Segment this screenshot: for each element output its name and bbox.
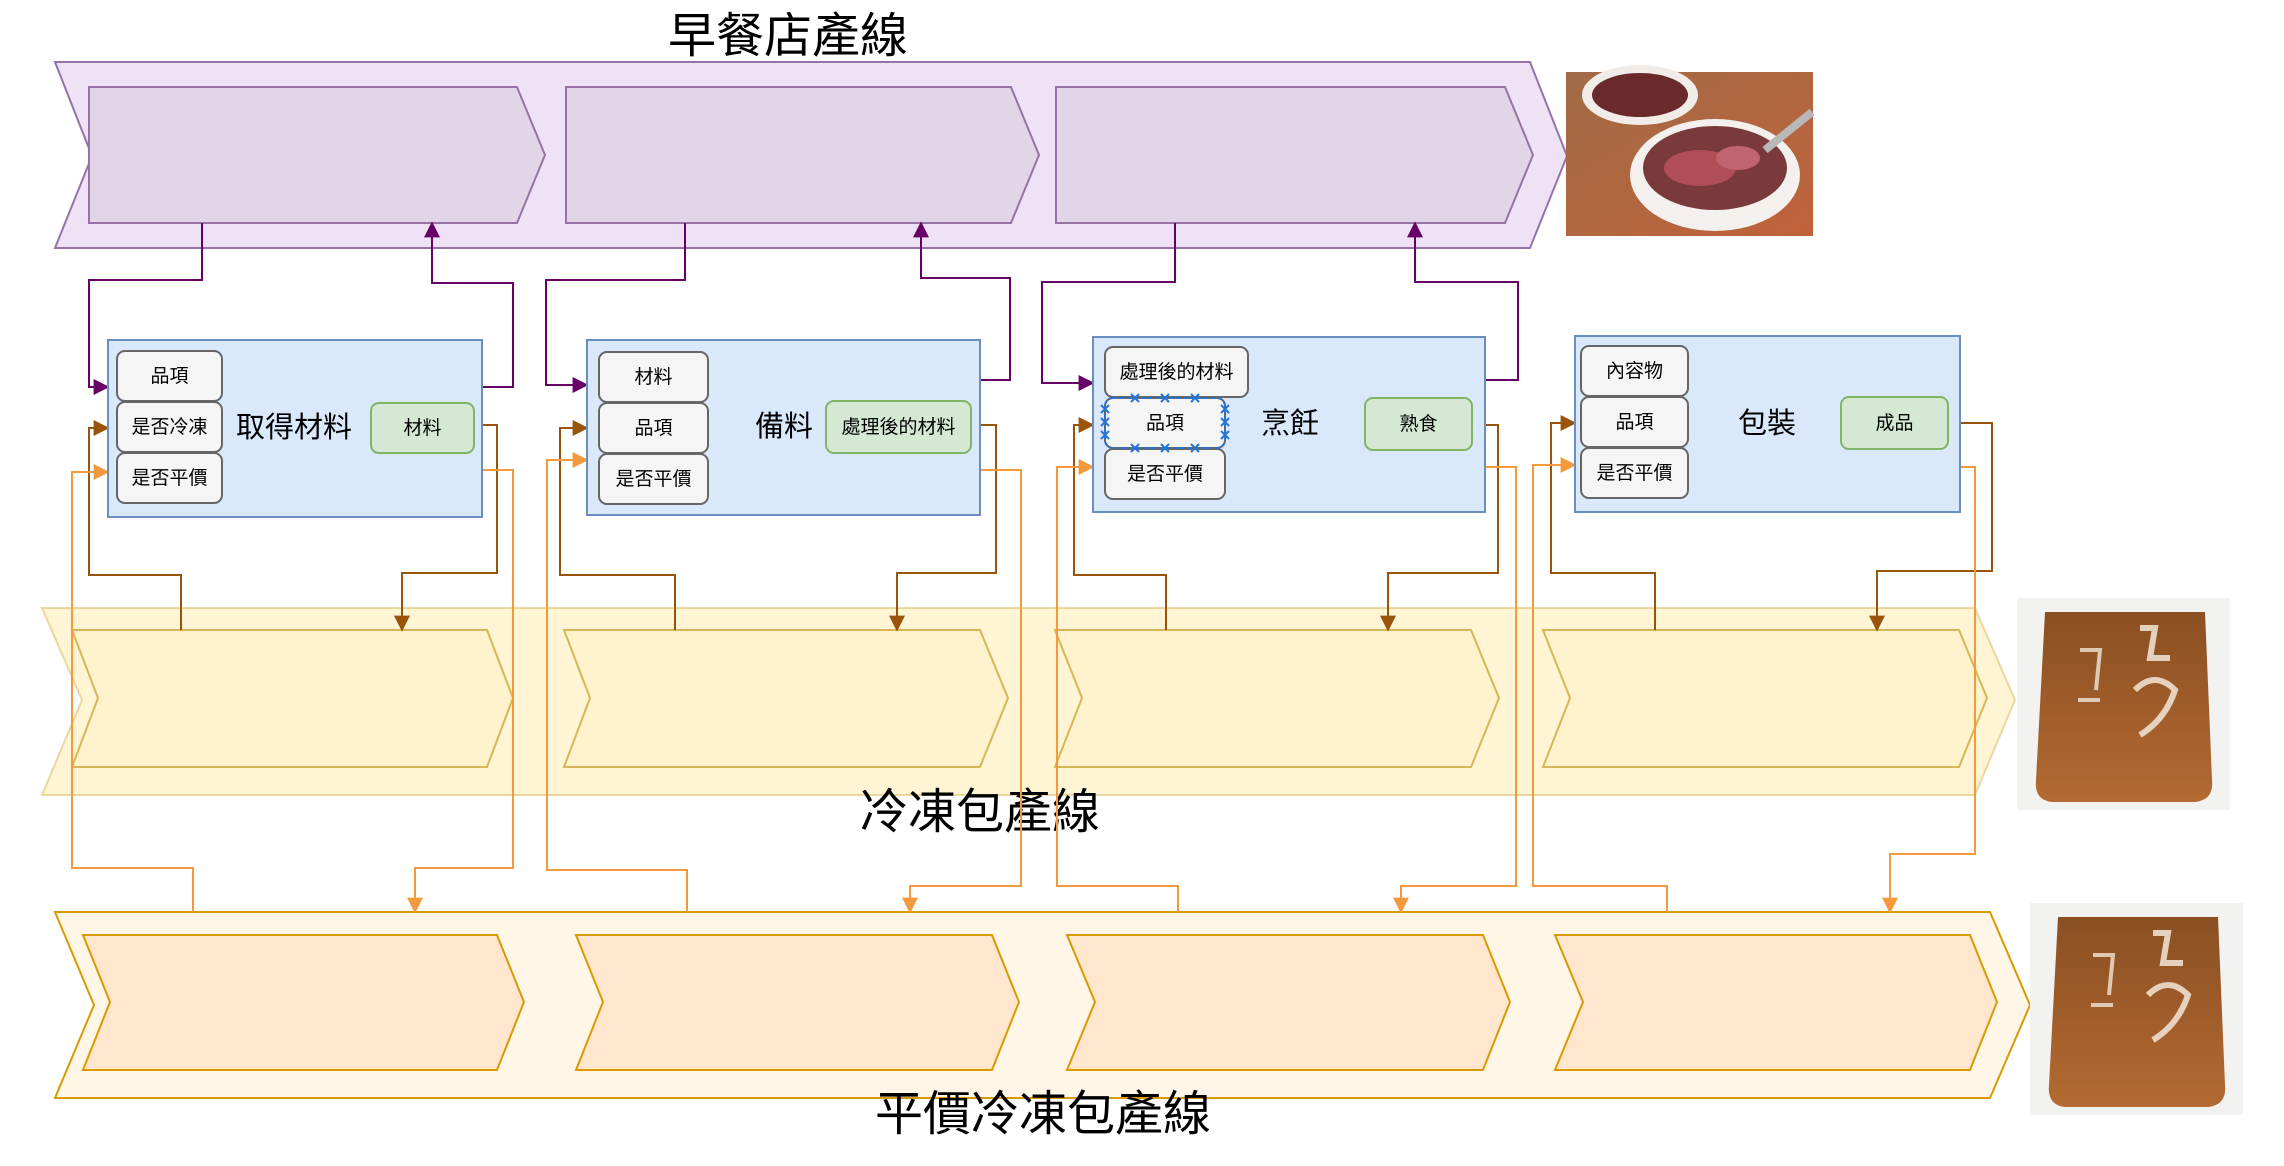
edge-step1-to-budget1: [407, 469, 514, 914]
edge-breakfast3-to-step3: [1041, 223, 1176, 391]
edge-step1-to-frozen1: [394, 424, 498, 632]
step-3-output[interactable]: [1364, 397, 1473, 451]
edge-step2-to-breakfast2: [913, 221, 1011, 381]
step-cook[interactable]: 處理後的材料 品項 是否平價 烹飪 熟食: [1092, 336, 1486, 513]
step-1-input-3-label: 是否平價: [131, 467, 207, 489]
breakfast-stage-1[interactable]: [88, 86, 547, 224]
purple-connectors: [88, 221, 1519, 395]
step-4-input-1-label: 內容物: [1606, 360, 1663, 382]
edge-step2-to-frozen2: [889, 424, 997, 632]
breakfast-lane-title: 早餐店產線: [668, 8, 908, 64]
step-2-title: 備料: [755, 409, 813, 443]
step-2-input-3-label: 是否平價: [615, 468, 691, 490]
edge-step3-to-budget3: [1393, 466, 1517, 914]
step-acquire-materials[interactable]: 品項 是否冷凍 是否平價 取得材料 材料: [107, 339, 483, 518]
edge-breakfast1-to-step1: [88, 223, 203, 395]
step-4-input-3[interactable]: [1580, 447, 1689, 499]
budget-soup-pack-image: [2030, 903, 2243, 1115]
brown-connectors: [88, 415, 1993, 632]
edge-budget1-to-step1: [71, 464, 194, 912]
step-4-input-3-label: 是否平價: [1596, 462, 1672, 484]
edge-step4-to-frozen4: [1869, 422, 1993, 632]
edge-step1-to-breakfast1: [424, 221, 514, 388]
frozen-stage-4[interactable]: [1541, 629, 1989, 768]
step-1-input-1-label: 品項: [150, 365, 188, 387]
frozen-stage-3[interactable]: [1053, 629, 1501, 768]
budget-stage-3[interactable]: [1065, 934, 1512, 1071]
selection-handles[interactable]: [1100, 393, 1230, 453]
step-2-input-2-label: 品項: [634, 417, 672, 439]
step-3-output-label: 熟食: [1399, 413, 1437, 435]
step-1-input-2-label: 是否冷凍: [131, 416, 207, 438]
edge-step3-to-breakfast3: [1407, 221, 1519, 381]
step-1-output-label: 材料: [403, 417, 441, 439]
beef-soup-bowl-image: [1566, 65, 1815, 236]
edge-breakfast2-to-step2: [545, 223, 686, 393]
frozen-stage-2[interactable]: [562, 629, 1010, 768]
step-2-input-3[interactable]: [598, 453, 709, 505]
step-3-title: 烹飪: [1261, 406, 1319, 440]
edge-frozen1-to-step1: [88, 420, 182, 630]
budget-stage-2[interactable]: [574, 934, 1021, 1071]
step-4-title: 包裝: [1738, 406, 1796, 440]
budget-lane-band: [53, 911, 2032, 1099]
step-package[interactable]: 內容物 品項 是否平價 包裝 成品: [1574, 335, 1961, 513]
budget-stage-4[interactable]: [1553, 934, 1999, 1071]
step-2-output-label: 處理後的材料: [841, 416, 955, 438]
edge-step4-to-budget4: [1882, 466, 1976, 914]
edge-frozen3-to-step3: [1073, 417, 1167, 630]
breakfast-stage-3[interactable]: [1055, 86, 1535, 224]
budget-stage-1[interactable]: [81, 934, 526, 1071]
frozen-stage-1[interactable]: [70, 629, 515, 768]
edge-frozen4-to-step4: [1550, 415, 1656, 630]
budget-lane-title: 平價冷凍包產線: [875, 1086, 1211, 1142]
step-4-output[interactable]: [1840, 396, 1949, 450]
edge-budget4-to-step4: [1532, 457, 1668, 912]
frozen-lane-title: 冷凍包產線: [860, 784, 1100, 840]
edge-step3-to-frozen3: [1380, 424, 1499, 632]
step-3-input-2-label: 品項: [1146, 412, 1184, 434]
step-1-input-3[interactable]: [116, 452, 223, 504]
step-2-output[interactable]: [825, 400, 972, 454]
step-1-output[interactable]: [370, 402, 475, 454]
step-2-input-1-label: 材料: [634, 366, 672, 388]
edge-step2-to-budget2: [902, 469, 1022, 914]
step-4-input-2-label: 品項: [1615, 411, 1653, 433]
step-1-title: 取得材料: [236, 410, 352, 444]
step-prep[interactable]: 材料 品項 是否平價 備料 處理後的材料: [586, 339, 981, 516]
step-3-input-1-label: 處理後的材料: [1119, 361, 1233, 383]
edge-frozen2-to-step2: [559, 420, 676, 630]
edge-budget2-to-step2: [546, 452, 688, 912]
edge-budget3-to-step3: [1056, 459, 1179, 912]
step-4-output-label: 成品: [1875, 412, 1913, 434]
frozen-soup-pack-image: [2017, 598, 2230, 810]
step-3-input-3-label: 是否平價: [1127, 463, 1203, 485]
breakfast-stage-2[interactable]: [565, 86, 1041, 224]
orange-connectors: [71, 452, 1976, 914]
